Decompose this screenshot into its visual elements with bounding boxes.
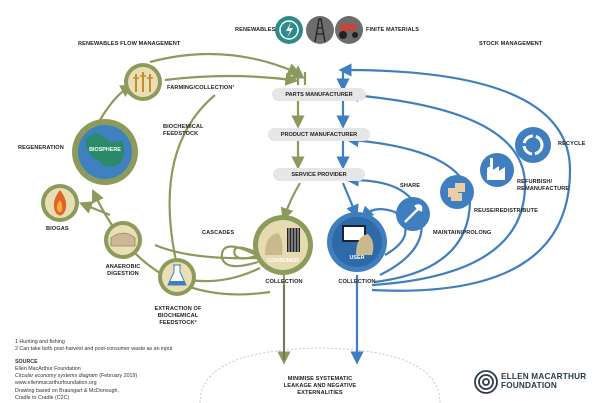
minimise-label-1: MINIMISE SYSTEMATIC <box>287 376 353 382</box>
maintain-label: MAINTAIN/PROLONG <box>433 230 492 236</box>
minimise-label-2: LEAKAGE AND NEGATIVE <box>283 383 357 389</box>
refurbish-label-1: REFURBISH/ <box>517 179 553 185</box>
source-line-2: Circular economy systems diagram (Februa… <box>15 373 138 379</box>
consumer-label: CONSUMER <box>267 258 299 264</box>
biochemical-feedstock-label-2: FEEDSTOCK <box>163 131 199 137</box>
recycle-label: RECYCLE <box>558 141 586 147</box>
drawing-credit-1: Drawing based on Braungart & McDonough, <box>15 388 119 394</box>
leakage-arc <box>199 347 441 403</box>
parts-manufacturer-pill: PARTS MANUFACTURER <box>272 88 366 101</box>
extraction-label-3: FEEDSTOCK² <box>159 320 197 326</box>
extraction-label-1: EXTRACTION OF <box>154 306 202 312</box>
anaerobic-label-2: DIGESTION <box>107 271 139 277</box>
consumer-circle <box>253 215 313 275</box>
cascades-label: CASCADES <box>202 230 235 236</box>
biogas-icon <box>41 184 79 222</box>
biosphere-label: BIOSPHERE <box>89 147 121 153</box>
collection-right-label: COLLECTION <box>338 279 376 285</box>
renewables-icon <box>275 16 303 44</box>
footnote-1: 1 Hunting and fishing <box>15 339 65 345</box>
service-provider-pill: SERVICE PROVIDER <box>273 168 365 181</box>
recycle-icon <box>515 127 551 163</box>
tractor-icon <box>335 16 363 44</box>
ellen-macarthur-logo-icon <box>474 370 498 394</box>
farming-icon <box>124 63 162 101</box>
anaerobic-label-1: ANAEROBIC <box>105 264 141 270</box>
refurbish-icon <box>480 153 514 187</box>
biosphere-circle <box>72 119 138 185</box>
drawing-credit-2: Cradle to Cradle (C2C) <box>15 395 70 401</box>
user-label: USER <box>349 255 365 261</box>
stock-management-label: STOCK MANAGEMENT <box>479 41 543 47</box>
extraction-label-2: BIOCHEMICAL <box>157 313 199 319</box>
finite-materials-label: FINITE MATERIALS <box>366 27 420 33</box>
product-manufacturer-pill: PRODUCT MANUFACTURER <box>268 128 370 141</box>
renewables-flow-management-label: RENEWABLES FLOW MANAGEMENT <box>78 41 181 47</box>
reuse-label: REUSE/REDISTRIBUTE <box>474 208 538 214</box>
source-url: www.ellenmacarthurfoundation.org <box>15 380 97 386</box>
maintain-icon <box>396 197 430 231</box>
logo-line-2: FOUNDATION <box>501 381 557 390</box>
reuse-icon <box>440 175 474 209</box>
minimise-label-3: EXTERNALITIES <box>297 390 343 396</box>
anaerobic-digestion-icon <box>104 221 142 259</box>
refurbish-label-2: REMANUFACTURE <box>517 186 570 192</box>
extraction-icon <box>158 258 196 296</box>
regeneration-label: REGENERATION <box>18 145 64 151</box>
biochemical-feedstock-label-1: BIOCHEMICAL <box>163 124 204 130</box>
farming-label: FARMING/COLLECTION¹ <box>167 85 235 91</box>
source-line-1: Ellen MacArthur Foundation <box>15 366 81 372</box>
user-circle <box>327 212 387 272</box>
renewables-label: RENEWABLES <box>235 27 276 33</box>
source-heading: SOURCE <box>15 359 38 365</box>
footnote-2: 2 Can take both post-harvest and post-co… <box>15 346 173 352</box>
biogas-label: BIOGAS <box>46 226 69 232</box>
collection-left-label: COLLECTION <box>265 279 303 285</box>
share-label: SHARE <box>400 183 421 189</box>
logo-line-1: ELLEN MACARTHUR <box>501 372 587 381</box>
oil-rig-icon <box>306 16 334 44</box>
